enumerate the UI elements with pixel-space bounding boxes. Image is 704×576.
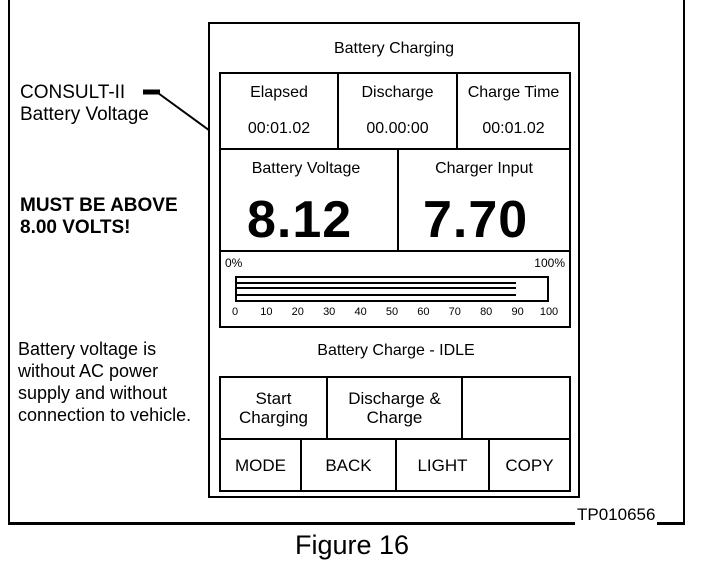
charge-status: Battery Charge - IDLE <box>317 342 475 359</box>
button-panel <box>219 376 571 492</box>
charger-screen: Battery Charging Elapsed 00:01.02 Discha… <box>208 22 580 498</box>
battery-voltage-cell: Battery Voltage 8.12 <box>219 148 399 252</box>
progress-tick-label: 0 <box>231 306 239 318</box>
discharge-value: 00.00:00 <box>366 120 429 137</box>
mode-button[interactable]: MODE <box>221 440 302 490</box>
elapsed-value: 00:01.02 <box>247 120 311 137</box>
discharge-cell: Discharge 00.00:00 <box>337 72 458 150</box>
empty-button-slot <box>463 378 569 440</box>
progress-max-label: 100% <box>534 256 565 270</box>
progress-tick-label: 100 <box>539 306 559 318</box>
voltage-warning: MUST BE ABOVE 8.00 VOLTS! <box>20 195 178 238</box>
progress-bar <box>235 276 549 302</box>
progress-tick-label: 30 <box>323 306 336 318</box>
progress-fill <box>237 282 516 296</box>
progress-panel: 0% 100% 0 10 20 30 40 50 60 70 80 90 100 <box>219 250 571 328</box>
charge-time-value: 00:01.02 <box>482 120 545 137</box>
figure-frame <box>8 0 685 525</box>
light-button[interactable]: LIGHT <box>397 440 490 490</box>
charger-input-cell: Charger Input 7.70 <box>397 148 571 252</box>
voltage-note: Battery voltage is without AC power supp… <box>18 339 192 425</box>
copy-button[interactable]: COPY <box>505 455 554 475</box>
battery-voltage-label: Battery Voltage <box>251 160 361 177</box>
battery-voltage-value: 8.12 <box>247 191 353 249</box>
charge-time-label: Charge Time <box>467 84 560 101</box>
back-button[interactable]: BACK <box>302 440 397 490</box>
consult-label: CONSULT-II Battery Voltage <box>20 82 149 125</box>
progress-tick-label: 60 <box>417 306 430 318</box>
discharge-charge-button[interactable]: Discharge &Charge <box>328 378 463 440</box>
progress-ticks: 0 10 20 30 40 50 60 70 80 90 100 <box>231 306 558 320</box>
figure-caption: Figure 16 <box>294 530 410 560</box>
charger-input-label: Charger Input <box>435 160 533 177</box>
figure-code: TP010656 <box>575 505 658 525</box>
progress-tick-label: 40 <box>354 306 367 318</box>
progress-min-label: 0% <box>225 256 243 270</box>
screen-title: Battery Charging <box>333 40 455 57</box>
elapsed-cell: Elapsed 00:01.02 <box>219 72 339 150</box>
charge-time-cell: Charge Time 00:01.02 <box>456 72 571 150</box>
progress-tick-label: 50 <box>385 306 399 318</box>
elapsed-label: Elapsed <box>250 84 308 101</box>
discharge-label: Discharge <box>361 84 434 101</box>
progress-tick-label: 10 <box>260 306 273 318</box>
progress-tick-label: 90 <box>511 306 524 318</box>
progress-tick-label: 70 <box>448 306 461 318</box>
charger-input-value: 7.70 <box>423 191 529 249</box>
progress-tick-label: 20 <box>291 306 304 318</box>
progress-tick-label: 80 <box>480 306 493 318</box>
